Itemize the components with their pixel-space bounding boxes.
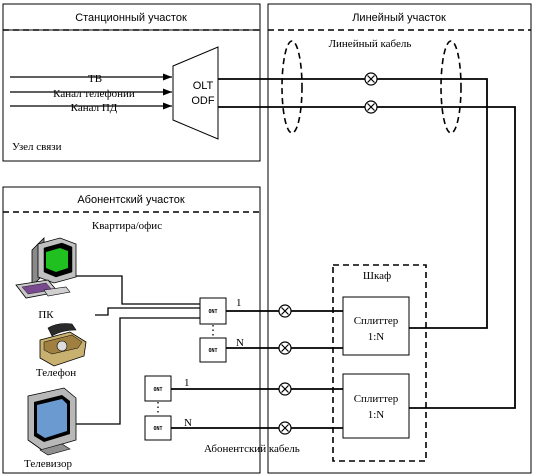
- connectors: [278, 72, 378, 435]
- tv-label: Телевизор: [24, 458, 72, 470]
- ont-box-4: ONT: [144, 415, 172, 441]
- splitter-1-ratio: 1:N: [368, 331, 385, 343]
- splitter-2-ratio: 1:N: [368, 409, 385, 421]
- phone-icon: [39, 323, 87, 367]
- svg-text:ONT: ONT: [153, 426, 162, 432]
- ont-box-2: ONT: [199, 337, 227, 363]
- phone-channel-label: Канал телефонии: [53, 88, 135, 100]
- pc-icon: [15, 237, 77, 299]
- pc-label: ПК: [38, 309, 54, 321]
- linear-section: Линейный участок Линейный кабель Шкаф Сп…: [267, 3, 532, 474]
- arrow-icon: [163, 102, 172, 110]
- connector-icon: [278, 304, 292, 318]
- tv-icon: [27, 387, 77, 456]
- svg-text:ONT: ONT: [208, 348, 217, 354]
- odf-label: ODF: [191, 95, 215, 107]
- linear-section-title: Линейный участок: [352, 12, 446, 24]
- arrow-icon: [163, 73, 172, 81]
- connector-icon: [364, 100, 378, 114]
- subscriber-cable-label: Абонентский кабель: [204, 443, 300, 455]
- splitter-1: [342, 296, 410, 356]
- phone-label: Телефон: [36, 367, 76, 379]
- splitter-1-name: Сплиттер: [354, 315, 399, 327]
- svg-text:ONT: ONT: [153, 387, 162, 393]
- cable-bundle-left: [281, 40, 303, 134]
- olt-odf-unit: [172, 46, 219, 140]
- splitter-2-name: Сплиттер: [354, 393, 399, 405]
- arrow-icon: [163, 88, 172, 96]
- port-label-n: N: [236, 337, 244, 349]
- cable-bundle-right: [440, 40, 462, 134]
- ont-box-3: ONT: [144, 375, 172, 402]
- port-label-nb: N: [184, 417, 192, 429]
- port-label-1b: 1: [184, 377, 190, 389]
- tv-cable: [74, 317, 200, 425]
- port-label-1: 1: [236, 297, 242, 309]
- ont-box-1: ONT: [199, 297, 227, 325]
- linear-cable-label: Линейный кабель: [329, 38, 412, 50]
- ont-units: ONT ONT ONT ONT 1 N 1 N Абонентский кабе…: [144, 297, 300, 455]
- connector-icon: [278, 382, 292, 396]
- phone-cable: [95, 307, 200, 316]
- connector-icon: [278, 341, 292, 355]
- cabinet-box: [332, 264, 427, 462]
- subscriber-section-title: Абонентский участок: [77, 194, 184, 206]
- tv-input-label: ТВ: [88, 73, 102, 85]
- connector-icon: [364, 72, 378, 86]
- olt-label: OLT: [193, 80, 214, 92]
- splitter-2: [342, 373, 410, 439]
- station-section: Станционный участок ТВ Канал телефонии К…: [2, 3, 261, 162]
- cabinet-label: Шкаф: [363, 270, 391, 282]
- pc-cable: [62, 275, 200, 305]
- fiber-olt-to-splitter-1: [218, 78, 488, 329]
- station-section-title: Станционный участок: [75, 12, 187, 24]
- communication-node-label: Узел связи: [12, 141, 62, 153]
- svg-text:ONT: ONT: [208, 309, 217, 315]
- apartment-label: Квартира/офис: [92, 220, 162, 232]
- data-channel-label: Канал ПД: [71, 102, 118, 114]
- connector-icon: [278, 421, 292, 435]
